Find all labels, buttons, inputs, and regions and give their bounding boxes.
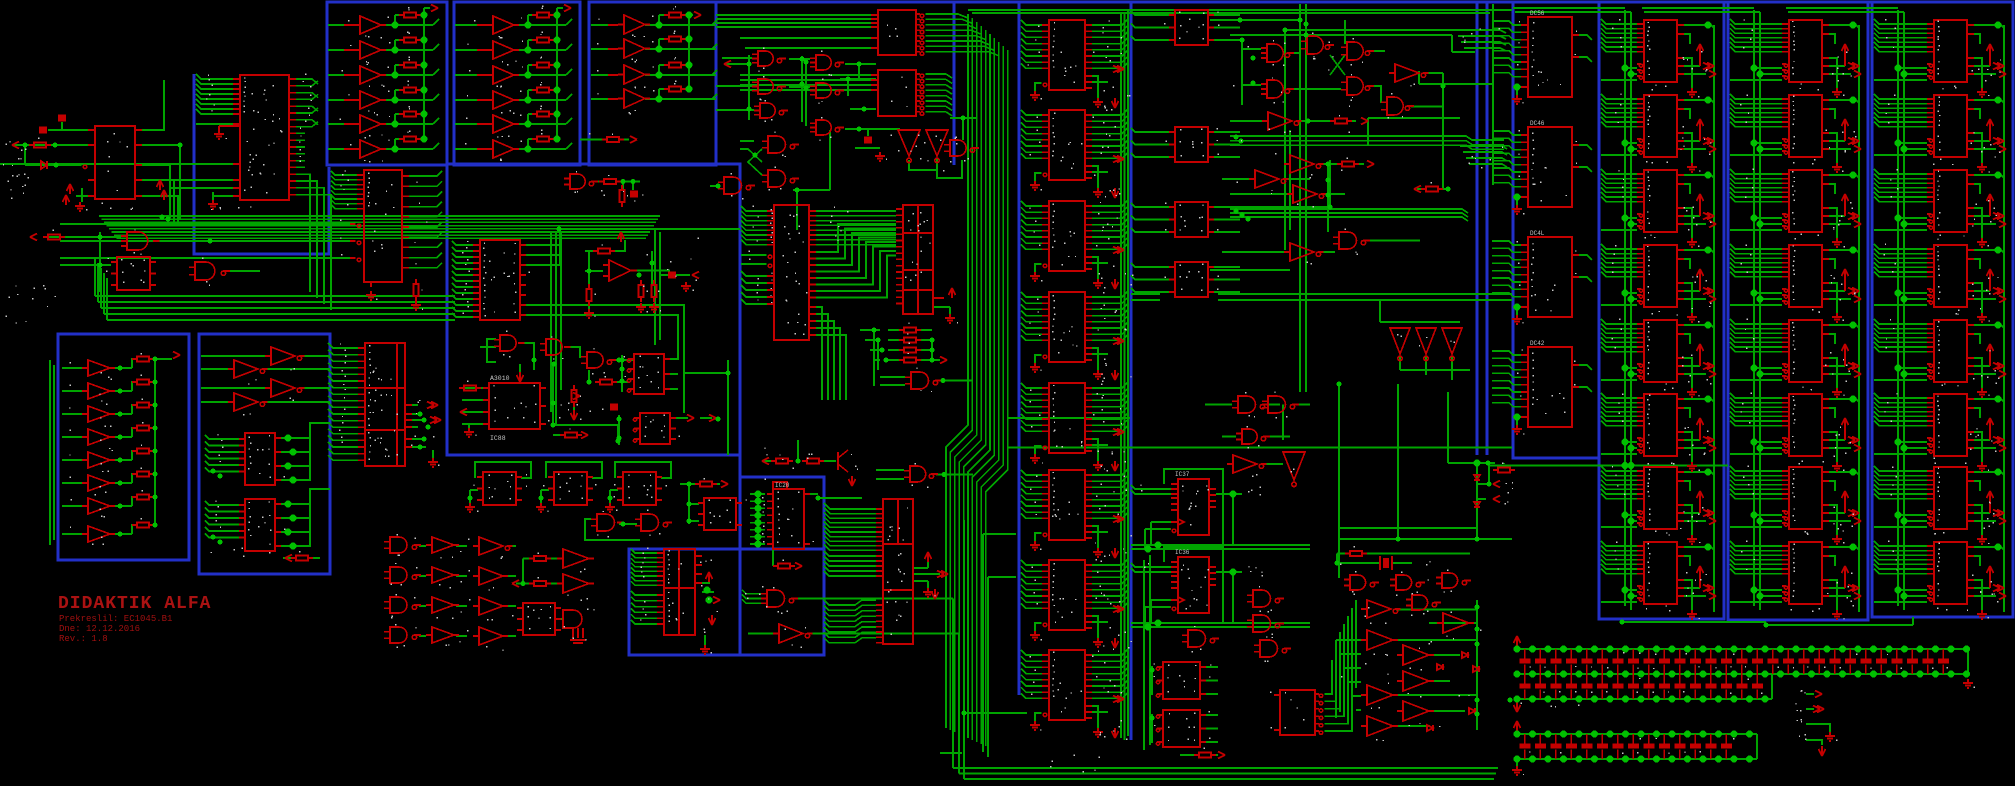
svg-text:A3010: A3010: [490, 375, 510, 382]
svg-text:IC20: IC20: [775, 482, 790, 489]
svg-text:Prekreslil: EC1045.B1: Prekreslil: EC1045.B1: [59, 614, 172, 624]
svg-text:Dne: 12.12.2016: Dne: 12.12.2016: [59, 624, 140, 634]
svg-text:IC37: IC37: [1175, 471, 1190, 478]
svg-text:DC4L: DC4L: [1530, 230, 1545, 237]
svg-text:DIDAKTIK ALFA: DIDAKTIK ALFA: [58, 594, 211, 614]
svg-text:IC36: IC36: [1175, 549, 1190, 556]
svg-text:IC88: IC88: [490, 435, 506, 442]
svg-text:DC42: DC42: [1530, 340, 1545, 347]
svg-text:DC46: DC46: [1530, 120, 1545, 127]
svg-text:DC56: DC56: [1530, 10, 1545, 17]
svg-text:Rev.: 1.8: Rev.: 1.8: [59, 634, 108, 644]
